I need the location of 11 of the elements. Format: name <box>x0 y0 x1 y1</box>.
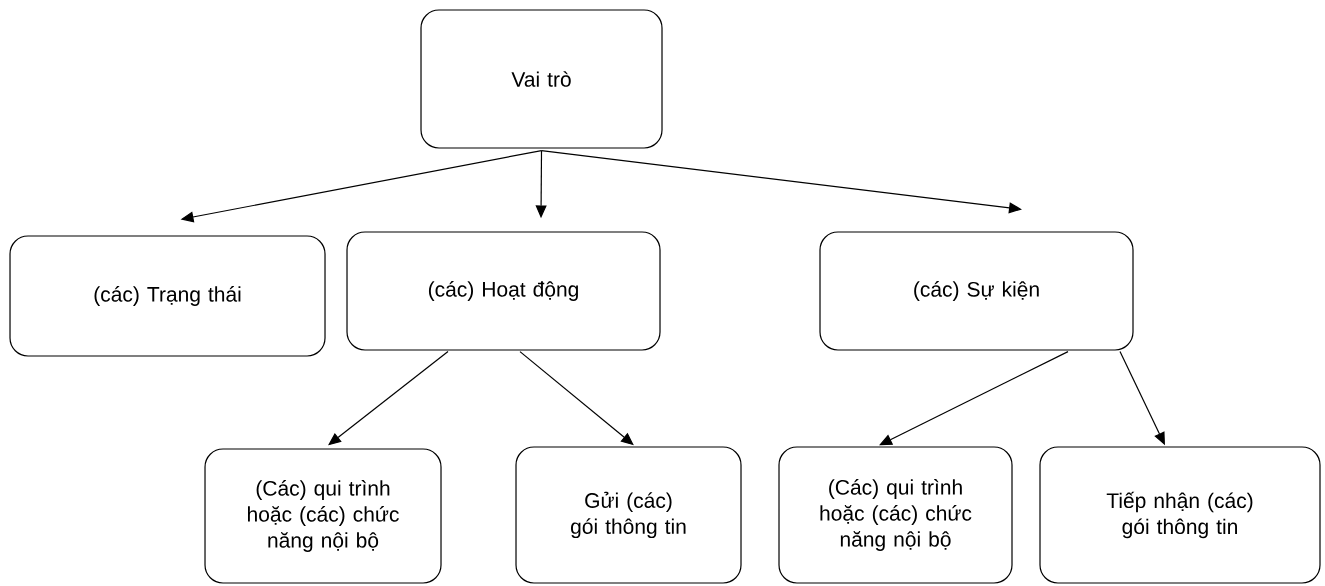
rounded-box: Tiếp nhận (các) gói thông tin <box>1039 446 1321 584</box>
arrow <box>540 150 1022 214</box>
rounded-box: Gửi (các) gói thông tin <box>515 446 742 584</box>
arrow <box>879 351 1069 446</box>
rounded-box: (Các) qui trình hoặc (các) chức năng nội bộ <box>204 448 442 584</box>
arrow <box>328 351 449 446</box>
rounded-box: (các) Hoạt động <box>346 231 661 351</box>
rounded-box: (các) Sự kiện <box>819 231 1134 351</box>
rounded-box: Vai trò <box>420 9 663 149</box>
rounded-box: (Các) qui trình hoặc (các) chức năng nội bộ <box>778 446 1013 584</box>
rounded-box: (các) Trạng thái <box>9 235 326 357</box>
